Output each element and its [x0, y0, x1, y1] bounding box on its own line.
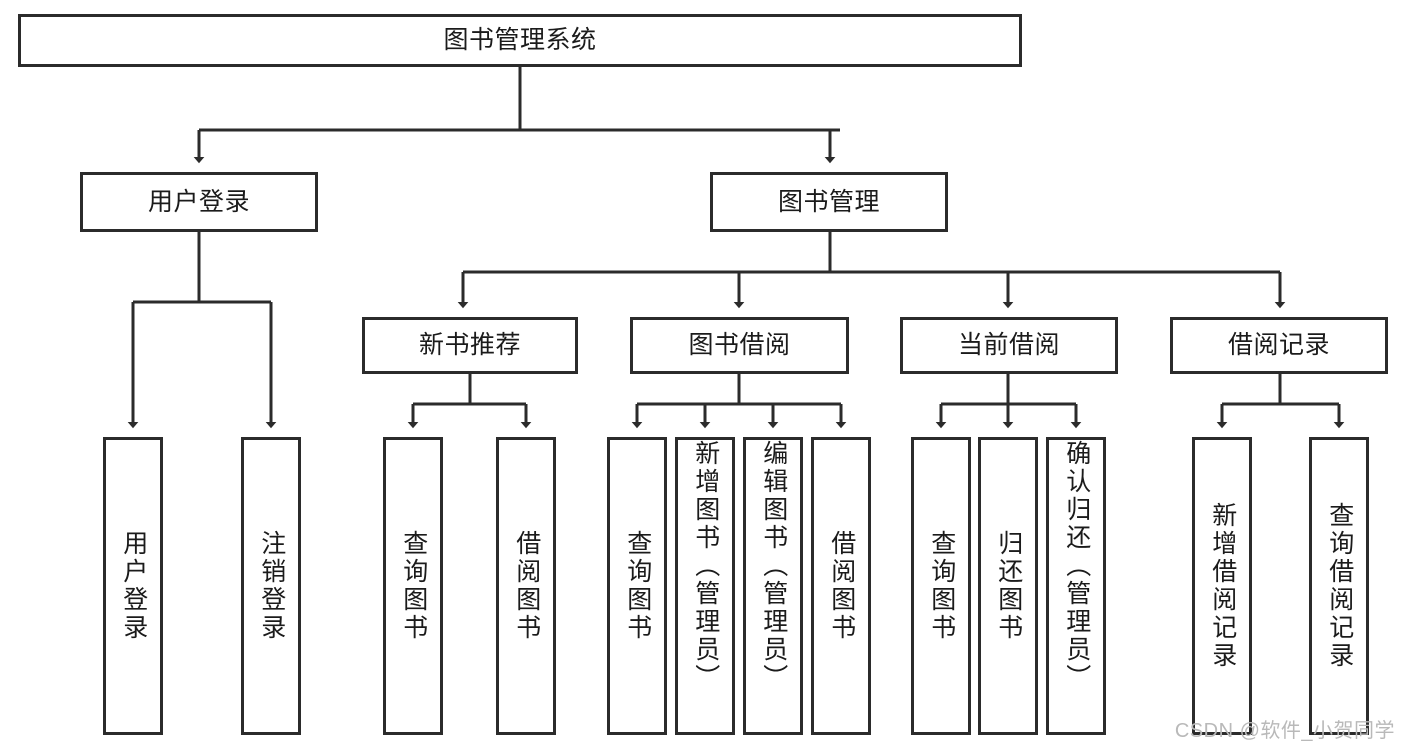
node-label: 查询借阅记录	[1325, 502, 1354, 670]
node-borrow-record[interactable]: 借阅记录	[1170, 317, 1388, 374]
node-label: 编辑图书（管理员）	[759, 440, 788, 692]
node-label: 借阅记录	[1227, 331, 1330, 360]
node-label: 用户登录	[119, 530, 148, 642]
node-user-login[interactable]: 用户登录	[80, 172, 318, 232]
node-label: 图书借阅	[688, 331, 791, 360]
node-label: 图书管理系统	[443, 26, 597, 55]
leaf-borrow-book[interactable]: 借阅图书	[811, 437, 871, 735]
leaf-query-book-recommend[interactable]: 查询图书	[383, 437, 443, 735]
leaf-return-book[interactable]: 归还图书	[978, 437, 1038, 735]
leaf-logout[interactable]: 注销登录	[241, 437, 301, 735]
leaf-borrow-book-recommend[interactable]: 借阅图书	[496, 437, 556, 735]
leaf-query-book-borrow[interactable]: 查询图书	[607, 437, 667, 735]
node-label: 当前借阅	[957, 331, 1060, 360]
node-label: 图书管理	[777, 187, 880, 216]
leaf-edit-book-admin[interactable]: 编辑图书（管理员）	[743, 437, 803, 735]
leaf-add-book-admin[interactable]: 新增图书（管理员）	[675, 437, 735, 735]
leaf-query-book-current[interactable]: 查询图书	[911, 437, 971, 735]
node-book-borrow[interactable]: 图书借阅	[630, 317, 849, 374]
node-label: 注销登录	[257, 530, 286, 642]
node-label: 新增借阅记录	[1208, 502, 1237, 670]
node-label: 借阅图书	[827, 530, 856, 642]
node-label: 查询图书	[623, 530, 652, 642]
node-label: 归还图书	[994, 530, 1023, 642]
node-label: 新增图书（管理员）	[691, 440, 720, 692]
leaf-user-login[interactable]: 用户登录	[103, 437, 163, 735]
leaf-add-borrow-record[interactable]: 新增借阅记录	[1192, 437, 1252, 735]
node-book-management[interactable]: 图书管理	[710, 172, 948, 232]
leaf-query-borrow-record[interactable]: 查询借阅记录	[1309, 437, 1369, 735]
node-label: 查询图书	[927, 530, 956, 642]
node-new-book-recommend[interactable]: 新书推荐	[362, 317, 578, 374]
node-label: 新书推荐	[418, 331, 521, 360]
leaf-confirm-return-admin[interactable]: 确认归还（管理员）	[1046, 437, 1106, 735]
node-label: 借阅图书	[512, 530, 541, 642]
watermark: CSDN @软件_小贺同学	[1174, 720, 1395, 742]
node-label: 查询图书	[399, 530, 428, 642]
node-label: 用户登录	[147, 187, 250, 216]
node-current-borrow[interactable]: 当前借阅	[900, 317, 1118, 374]
node-label: 确认归还（管理员）	[1062, 440, 1091, 692]
node-root-book-management-system[interactable]: 图书管理系统	[18, 14, 1022, 67]
